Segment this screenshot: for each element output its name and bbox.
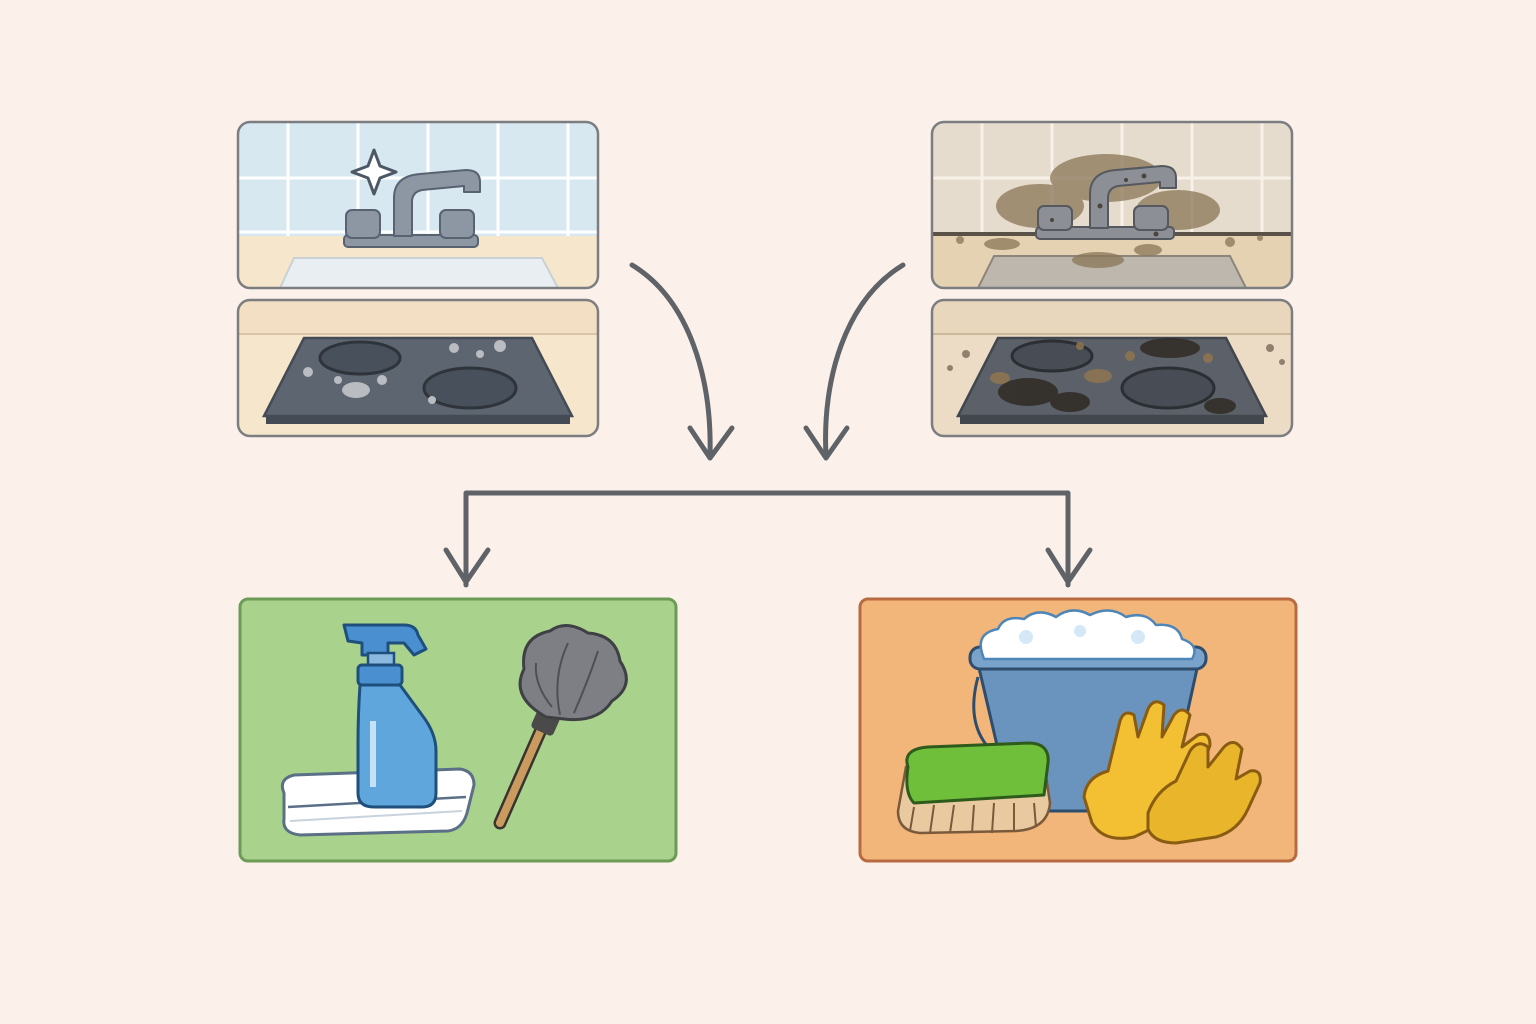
light-cleaning-tools-panel — [238, 597, 678, 863]
feather-duster-icon — [493, 624, 628, 830]
clean-arrowhead — [687, 425, 735, 461]
rubber-gloves-icon — [1082, 700, 1262, 845]
burner-icon — [1010, 339, 1094, 373]
dirty-arrowhead — [803, 425, 850, 461]
dirty-stove-panel — [930, 298, 1294, 438]
branch-connector — [463, 490, 1071, 588]
heavy-cleaning-tools-panel — [858, 597, 1298, 863]
light-tools-arrowhead — [443, 547, 491, 585]
spray-bottle-icon — [342, 623, 438, 809]
burner-icon — [422, 366, 518, 410]
heavy-tools-arrowhead — [1045, 547, 1093, 585]
sparkle-icon — [350, 148, 398, 196]
dirty-to-hub-arrow — [823, 262, 906, 458]
clean-sink-panel — [236, 120, 600, 290]
burner-icon — [318, 340, 402, 376]
faucet-icon — [1035, 165, 1177, 240]
cooktop-icon — [955, 336, 1269, 424]
sink-basin-icon — [278, 257, 560, 288]
scrub-brush-icon — [896, 741, 1052, 835]
clean-stove-panel — [236, 298, 600, 438]
clean-to-hub-arrow — [629, 262, 713, 458]
cooktop-icon — [261, 336, 575, 424]
sink-basin-icon — [976, 255, 1248, 288]
faucet-icon — [343, 169, 481, 248]
burner-icon — [1120, 366, 1216, 410]
dirty-sink-panel — [930, 120, 1294, 290]
grease-stain-icon — [998, 338, 1236, 414]
